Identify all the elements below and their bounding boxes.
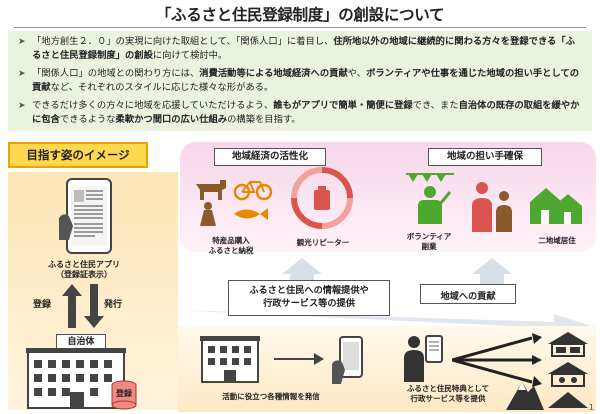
bullet-part: 「地方創生２．０」の実現に向けた取組として、「関係人口」に着目し、 (32, 36, 334, 47)
bullet-part-bold: 住所地以外の地域に継続的に関わる方々を登録できる「ふるさと住民登録制度」の創設 (32, 36, 575, 61)
flow-arrow-icon (174, 310, 592, 332)
contribution-box-label: 地域への貢献 (440, 291, 496, 302)
info-service-box: ふるさと住民への情報提供や 行政サービス等の提供 (228, 280, 390, 316)
bullet-part: できるような (59, 114, 116, 125)
page-number: 1 (588, 403, 594, 412)
bullet-part: 「関係人口」の地域との関わり方には、 (32, 68, 200, 79)
bullet-part-bold: 柔軟かつ間口の広い仕組み (115, 114, 228, 125)
benefit-line2: 行政サービス等を提供 (410, 393, 486, 403)
workforce-title: 地域の担い手確保 (428, 148, 542, 166)
furusato-line1: 特産品購入 (212, 236, 250, 245)
bullet-part-bold: 消費活動等による地域経済への貢献 (199, 68, 348, 79)
bullet-part: など、それぞれのスタイルに応じた様々な形がある。 (50, 82, 274, 93)
volunteer-icon (406, 173, 454, 224)
app-label-line2: （登録証表示） (56, 270, 112, 279)
bullet-arrow-icon: ➤ (18, 69, 26, 79)
municipality-building-icon (26, 348, 126, 409)
branch-arrows-icon (452, 333, 542, 387)
register-issue-arrows-icon (62, 284, 104, 328)
dual-residence-icon (530, 188, 582, 224)
app-label: ふるさと住民アプリ （登録証表示） (22, 260, 146, 280)
bullet-arrow-icon: ➤ (18, 101, 26, 111)
summary-bullets: ➤ 「地方創生２．０」の実現に向けた取組として、「関係人口」に着目し、住所地以外… (8, 31, 592, 131)
vision-label: 目指す姿のイメージ (8, 142, 148, 168)
benefit-caption: ふるさと住民特典として 行政サービス等を提供 (392, 384, 504, 403)
registration-badge: 登録 (116, 389, 132, 398)
bullet-arrow-icon: ➤ (18, 37, 26, 47)
app-label-line1: ふるさと住民アプリ (48, 260, 120, 269)
bullet-part-bold: ボランティアや仕事を通じた地域の担い手としての貢献 (32, 68, 580, 93)
contribution-box: 地域への貢献 (420, 284, 516, 304)
bullet-part: に向けて検討中。 (152, 50, 228, 61)
furusato-label: 特産品購入 ふるさと納税 (196, 236, 266, 255)
tourism-cycle-icon (291, 167, 353, 229)
workers-icon (472, 182, 512, 232)
bullet-part: できるだけ多くの方々に地域を応援していただけるよう、 (32, 100, 274, 111)
register-label: 登録 (33, 300, 52, 310)
bullet-part: の構築を目指す。 (227, 114, 301, 125)
volunteer-line2: 副業 (421, 241, 437, 251)
issue-label: 発行 (104, 300, 123, 310)
bullet-text: 「関係人口」の地域との関わり方には、消費活動等による地域経済への貢献や、ボランテ… (18, 67, 584, 95)
dual-residence-label: 二地域居住 (538, 236, 576, 245)
bullet-2: ➤ 「関係人口」の地域との関わり方には、消費活動等による地域経済への貢献や、ボラ… (18, 67, 584, 95)
office-building-icon (200, 336, 260, 383)
send-arrow-icon (274, 353, 324, 365)
bullet-part-bold: 自治体の既存の取組を緩やかに包含 (32, 100, 580, 125)
smartphone-icon (332, 336, 363, 384)
database-icon (111, 380, 137, 410)
phone-app-icon (59, 178, 112, 254)
page-title: 「ふるさと住民登録制度」の創設について (155, 6, 445, 24)
bullet-text: 「地方創生２．０」の実現に向けた取組として、「関係人口」に着目し、住所地以外の地… (18, 35, 584, 63)
title-divider (14, 27, 586, 28)
info-box-line1: ふるさと住民への情報提供や (249, 285, 369, 296)
volunteer-label: ボランティア 副業 (398, 232, 460, 251)
volunteer-line1: ボランティア (406, 232, 452, 241)
economy-title: 地域経済の活性化 (214, 148, 326, 166)
benefit-line1: ふるさと住民特典として (406, 384, 490, 393)
resident-with-phone-icon (404, 335, 443, 382)
local-products-icon (196, 180, 273, 226)
send-caption: 活動に役立つ各種情報を発信 (222, 392, 320, 401)
bullet-part: でき、また (412, 100, 459, 111)
bullet-3: ➤ できるだけ多くの方々に地域を応援していただけるよう、誰もがアプリで簡単・簡便… (18, 99, 584, 127)
bullet-part: や、 (347, 68, 367, 79)
bullet-part-bold: 誰もがアプリで簡単・簡便に登録 (273, 100, 413, 111)
furusato-line2: ふるさと納税 (208, 245, 254, 255)
public-facilities-icon (548, 332, 588, 408)
info-box-line2: 行政サービス等の提供 (263, 298, 355, 309)
bullet-text: できるだけ多くの方々に地域を応援していただけるよう、誰もがアプリで簡単・簡便に登… (18, 99, 584, 127)
tourism-label: 観光リピーター (296, 238, 350, 247)
mountain-icon (506, 382, 544, 410)
bullet-1: ➤ 「地方創生２．０」の実現に向けた取組として、「関係人口」に着目し、住所地以外… (18, 35, 584, 63)
